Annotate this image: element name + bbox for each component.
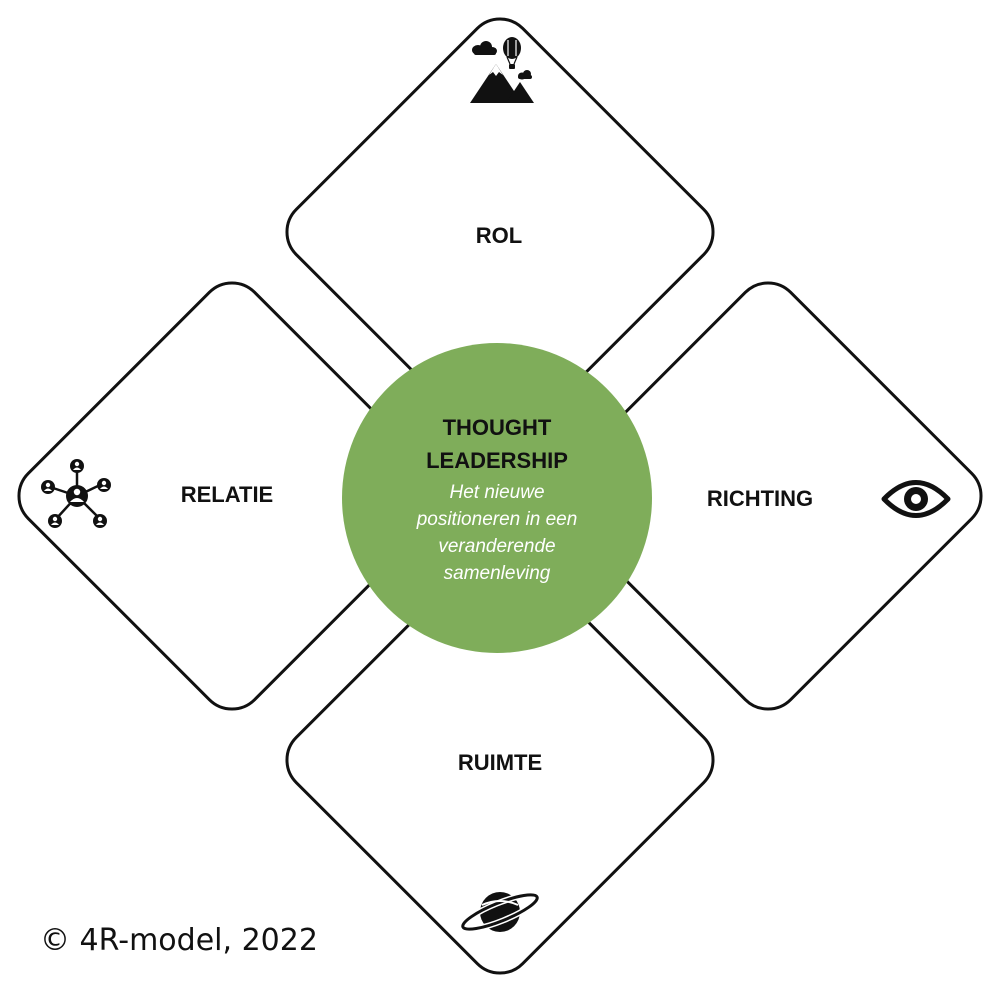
diamond-bottom-ruimte: [285, 545, 715, 975]
center-subtitle-line3: veranderende: [438, 536, 555, 557]
label-relatie: RELATIE: [181, 482, 273, 507]
label-richting: RICHTING: [707, 486, 813, 511]
network-people-icon: [41, 459, 111, 528]
eye-icon: [881, 480, 951, 518]
center-subtitle-line2: positioneren in een: [416, 509, 578, 530]
center-subtitle-line4: samenleving: [444, 563, 551, 584]
label-rol: ROL: [476, 223, 522, 248]
center-title-line2: LEADERSHIP: [426, 448, 568, 473]
planet-icon: [459, 891, 541, 933]
center-title-line1: THOUGHT: [443, 415, 552, 440]
label-ruimte: RUIMTE: [458, 750, 542, 775]
center-subtitle-line1: Het nieuwe: [449, 482, 544, 503]
diamond-top-rol: [285, 17, 715, 447]
mountain-balloon-icon: [470, 37, 534, 103]
copyright-text: © 4R-model, 2022: [40, 923, 318, 958]
center-circle: [342, 343, 652, 653]
diamond-left-relatie: [17, 281, 447, 711]
diamond-right-richting: [553, 281, 983, 711]
